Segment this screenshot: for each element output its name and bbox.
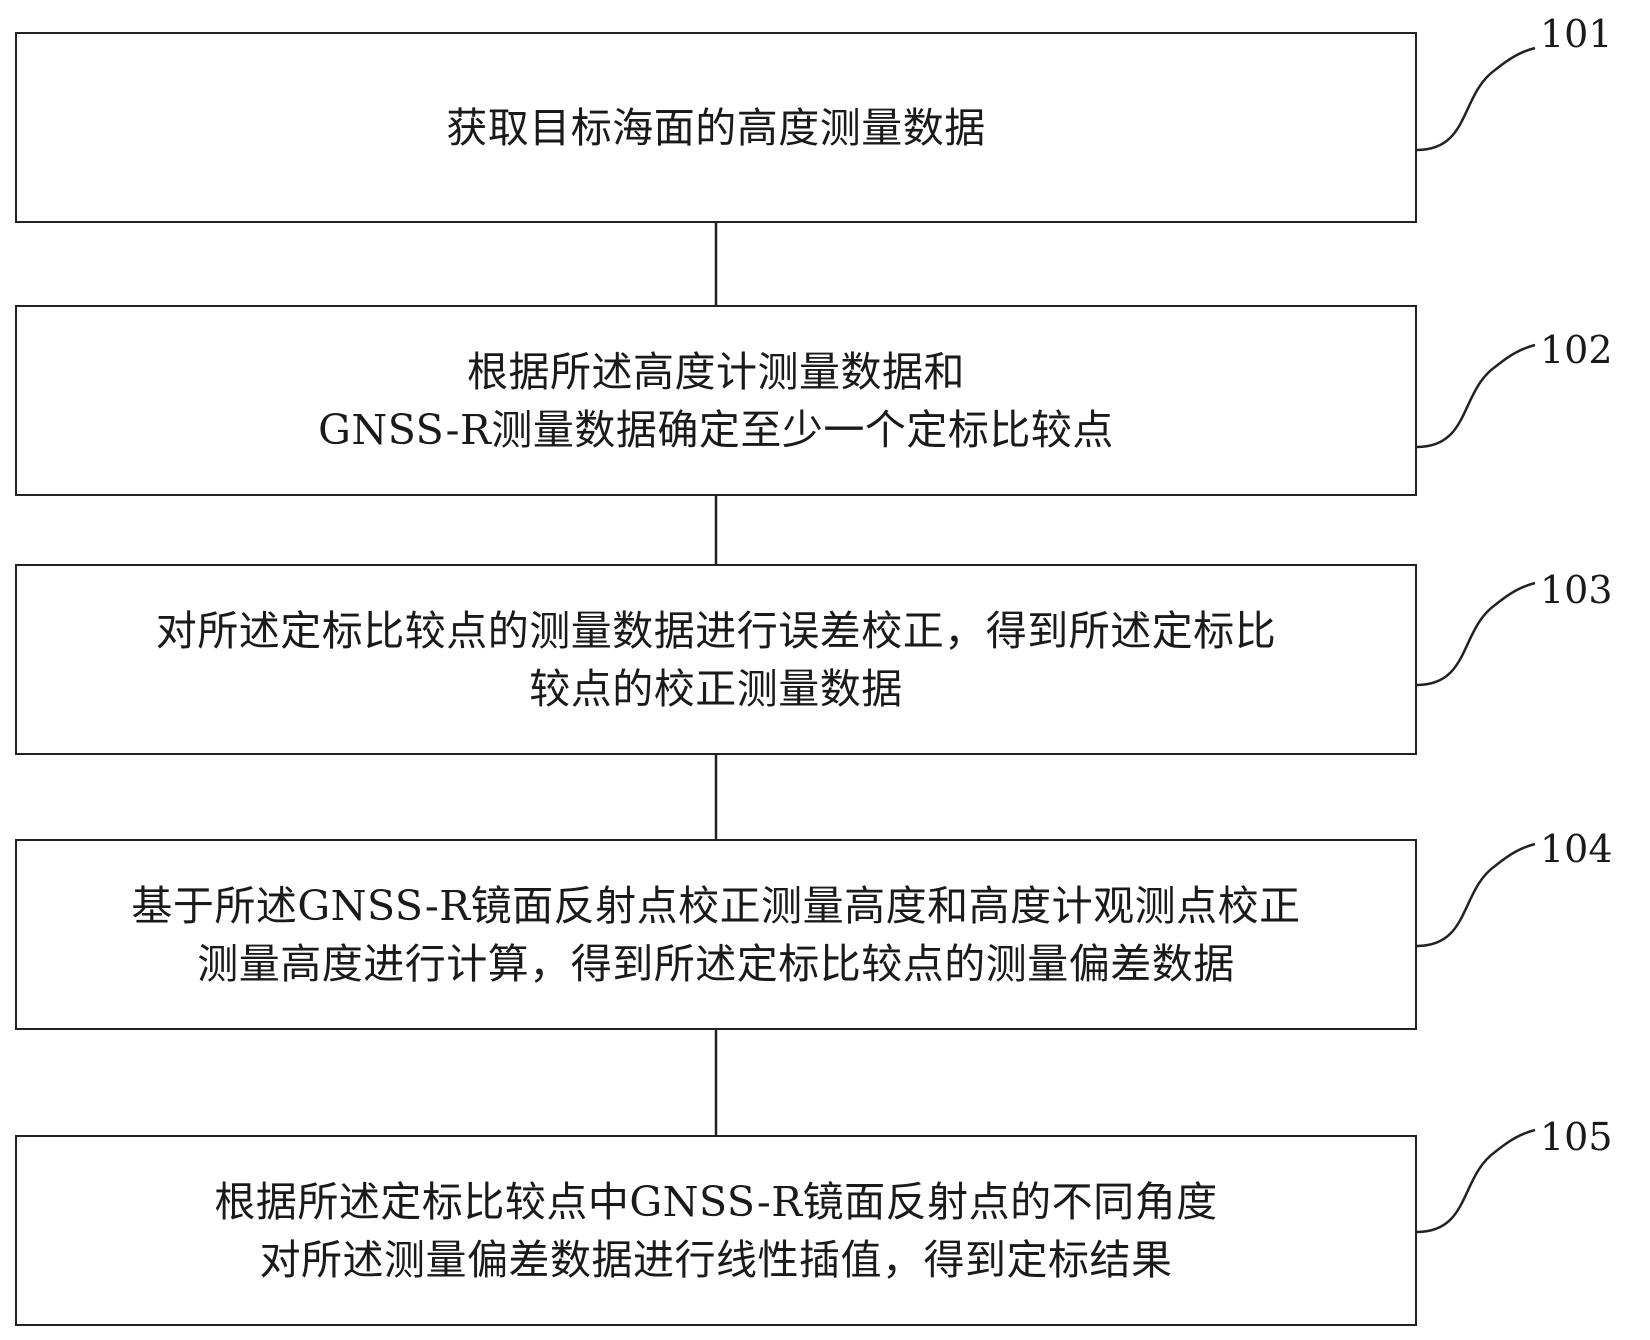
step-number-103: 103	[1540, 568, 1613, 612]
step-box-102: 根据所述高度计测量数据和 GNSS-R测量数据确定至少一个定标比较点	[15, 305, 1417, 496]
step-102-line-1: 根据所述高度计测量数据和	[467, 347, 965, 396]
leader-line-105	[1416, 1128, 1536, 1234]
leader-line-104	[1416, 842, 1536, 948]
step-box-101: 获取目标海面的高度测量数据	[15, 32, 1417, 223]
leader-line-103	[1416, 581, 1536, 687]
step-box-105: 根据所述定标比较点中GNSS-R镜面反射点的不同角度 对所述测量偏差数据进行线性…	[15, 1135, 1417, 1326]
step-text-104: 基于所述GNSS-R镜面反射点校正测量高度和高度计观测点校正 测量高度进行计算，…	[119, 877, 1312, 993]
step-box-104: 基于所述GNSS-R镜面反射点校正测量高度和高度计观测点校正 测量高度进行计算，…	[15, 839, 1417, 1030]
step-number-102: 102	[1540, 328, 1613, 372]
step-102-line-2: GNSS-R测量数据确定至少一个定标比较点	[318, 405, 1114, 454]
step-text-102: 根据所述高度计测量数据和 GNSS-R测量数据确定至少一个定标比较点	[306, 343, 1126, 459]
step-text-105: 根据所述定标比较点中GNSS-R镜面反射点的不同角度 对所述测量偏差数据进行线性…	[202, 1173, 1229, 1289]
step-number-101: 101	[1540, 12, 1613, 56]
step-105-line-1: 根据所述定标比较点中GNSS-R镜面反射点的不同角度	[214, 1177, 1218, 1226]
step-box-103: 对所述定标比较点的测量数据进行误差校正，得到所述定标比 较点的校正测量数据	[15, 564, 1417, 755]
step-number-104: 104	[1540, 827, 1613, 871]
step-text-103: 对所述定标比较点的测量数据进行误差校正，得到所述定标比 较点的校正测量数据	[144, 602, 1289, 718]
step-text-101: 获取目标海面的高度测量数据	[434, 99, 998, 157]
leader-line-102	[1416, 343, 1536, 449]
step-105-line-2: 对所述测量偏差数据进行线性插值，得到定标结果	[259, 1235, 1173, 1284]
step-number-105: 105	[1540, 1115, 1613, 1159]
step-104-line-1: 基于所述GNSS-R镜面反射点校正测量高度和高度计观测点校正	[131, 881, 1301, 930]
step-103-line-1: 对所述定标比较点的测量数据进行误差校正，得到所述定标比	[155, 606, 1277, 655]
step-103-line-2: 较点的校正测量数据	[529, 664, 903, 713]
step-101-line-1: 获取目标海面的高度测量数据	[446, 103, 986, 152]
leader-line-101	[1416, 46, 1536, 152]
step-104-line-2: 测量高度进行计算，得到所述定标比较点的测量偏差数据	[197, 939, 1235, 988]
